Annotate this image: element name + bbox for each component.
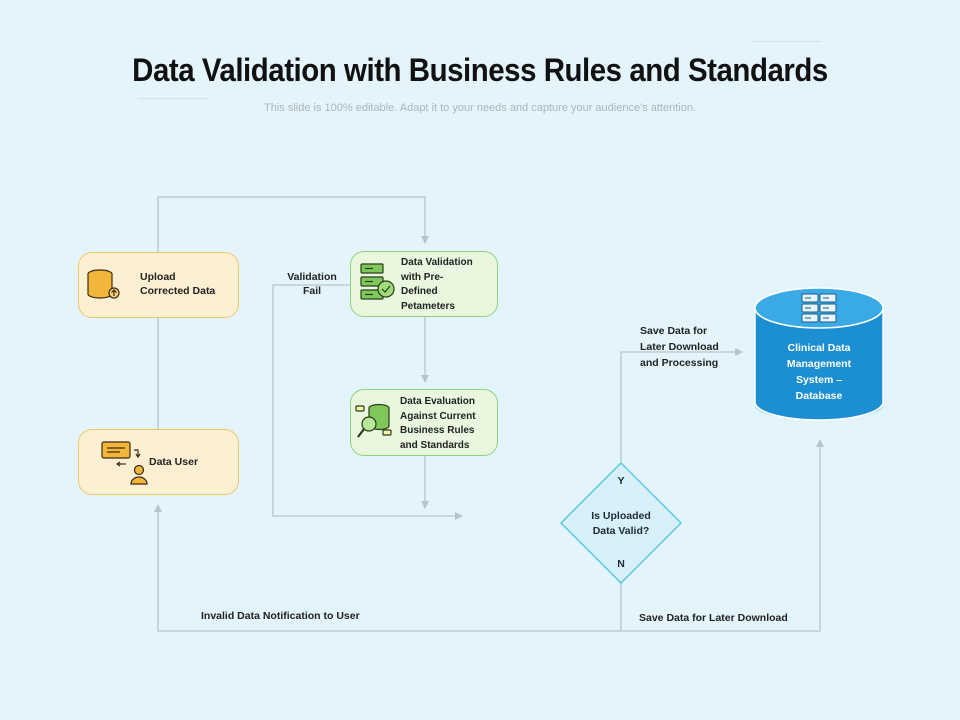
edge-validation-fail [272, 284, 463, 520]
data-user-node[interactable] [78, 429, 239, 495]
data-validation-label: Data Validation with Pre- Defined Petame… [401, 257, 473, 312]
data-user-icon [101, 441, 148, 485]
database-label: Clinical Data Management System – Databa… [786, 342, 852, 402]
invalid-notification-label: Invalid Data Notification to User [201, 610, 360, 622]
title-decoration-top [752, 41, 822, 42]
validation-fail-label: Validation Fail [287, 271, 337, 297]
page-title: Data Validation with Business Rules and … [132, 52, 828, 88]
decision-diamond[interactable] [559, 462, 683, 584]
database-upload-icon [87, 269, 120, 299]
data-evaluation-label: Data Evaluation Against Current Business… [400, 396, 476, 451]
decision-label: Is Uploaded Data Valid? [591, 510, 651, 537]
edge-save-later [621, 439, 824, 632]
server-rack-icon [801, 293, 837, 323]
save-later-processing-label: Save Data for Later Download and Process… [640, 325, 719, 369]
edge-valid-to-database [620, 348, 743, 462]
save-later-download-label: Save Data for Later Download [639, 612, 788, 624]
edge-notify-user [154, 504, 621, 632]
upload-corrected-data-label: Upload Corrected Data [140, 271, 216, 297]
database-cylinder[interactable] [752, 284, 888, 424]
data-user-label: Data User [149, 456, 199, 468]
title-decoration-bottom [138, 98, 208, 99]
decision-no-label: N [617, 558, 625, 570]
server-check-icon [360, 263, 395, 300]
decision-yes-label: Y [617, 475, 625, 487]
database-search-icon [355, 403, 392, 438]
edge-upload-to-validation [157, 196, 429, 253]
page-subtitle: This slide is 100% editable. Adapt it to… [264, 102, 696, 114]
